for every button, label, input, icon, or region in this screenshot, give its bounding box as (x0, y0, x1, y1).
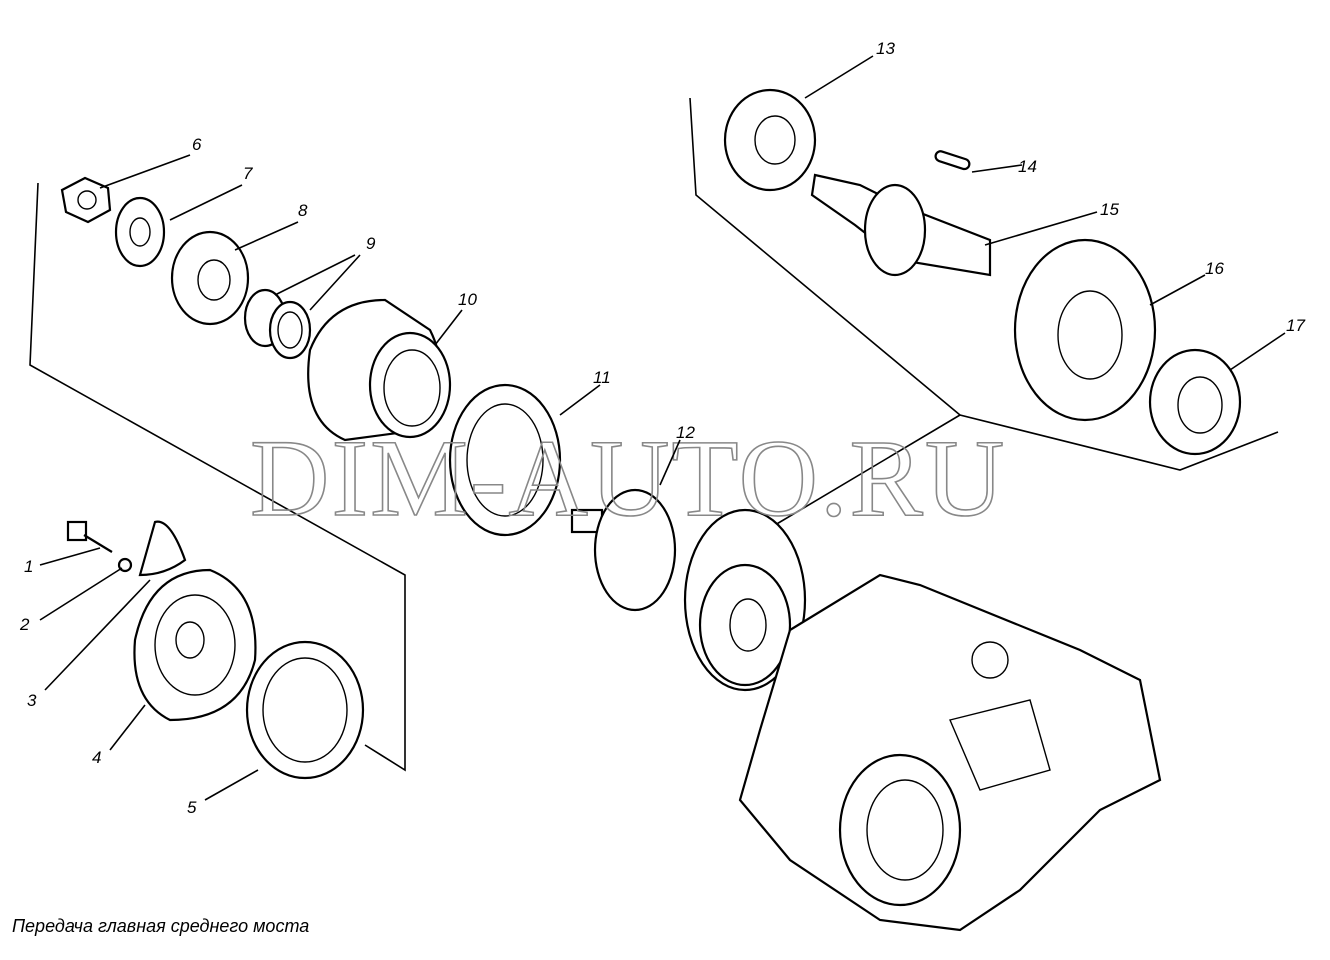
part-bolt-1 (66, 520, 113, 553)
part-housing (738, 573, 1162, 932)
part-drive-gear-12 (570, 488, 807, 692)
part-gear-16 (1013, 238, 1157, 422)
label-5: 5 (187, 798, 197, 817)
part-plate-3 (138, 520, 187, 577)
part-gasket-11 (448, 383, 562, 537)
label-11: 11 (593, 368, 611, 387)
part-lock-washer-7 (114, 196, 166, 268)
part-labels: 1 2 3 4 5 6 7 8 9 10 11 12 13 14 15 16 1… (19, 39, 1305, 817)
part-shaft-15 (810, 173, 992, 277)
label-13: 13 (876, 39, 895, 58)
diagram-caption: Передача главная среднего моста (12, 916, 310, 936)
part-rings-9 (243, 288, 312, 360)
part-gasket-5 (245, 640, 365, 780)
leader-lines (39, 55, 1286, 801)
part-bearing-17 (1148, 348, 1242, 456)
label-8: 8 (298, 201, 308, 220)
label-6: 6 (192, 135, 202, 154)
label-12: 12 (676, 423, 695, 442)
label-3: 3 (27, 691, 37, 710)
label-10: 10 (458, 290, 477, 309)
label-9: 9 (366, 234, 376, 253)
label-17: 17 (1286, 316, 1305, 335)
label-7: 7 (243, 164, 253, 183)
label-16: 16 (1205, 259, 1224, 278)
part-bearing-8 (170, 230, 250, 326)
label-1: 1 (24, 557, 33, 576)
watermark: DIM-AUTO.RU (250, 417, 1006, 539)
part-nut-6 (60, 176, 112, 224)
part-cover-4 (133, 568, 257, 722)
label-2: 2 (19, 615, 30, 634)
label-15: 15 (1100, 200, 1119, 219)
group-boundary-lines (29, 97, 1279, 772)
part-key-14 (934, 150, 971, 171)
part-bearing-13 (723, 88, 817, 192)
label-14: 14 (1018, 157, 1037, 176)
part-cup-10 (307, 298, 452, 442)
label-4: 4 (92, 748, 101, 767)
